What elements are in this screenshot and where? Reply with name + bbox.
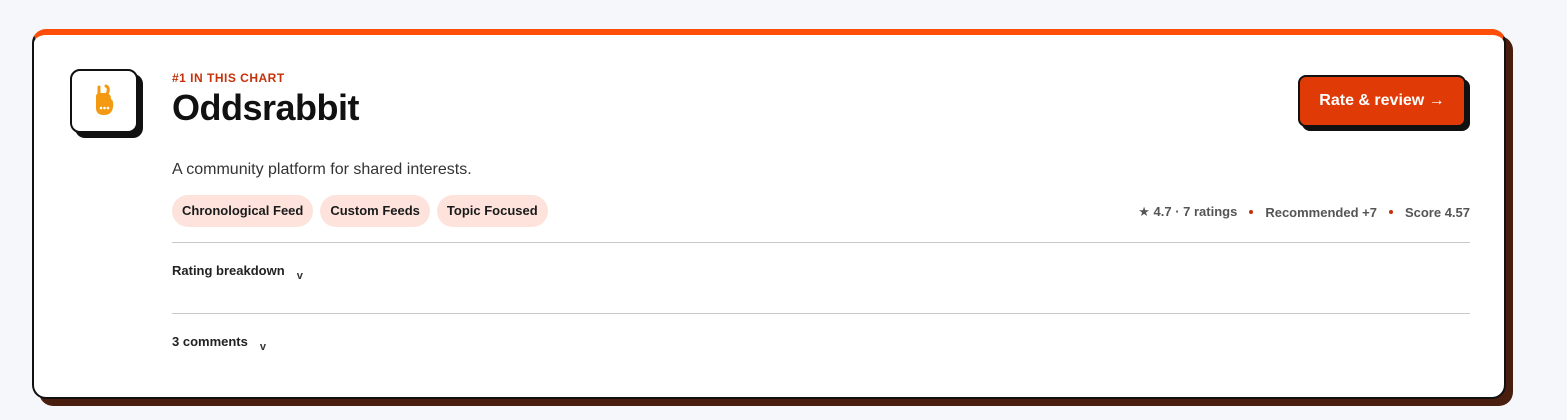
tag-custom-feeds: Custom Feeds: [320, 195, 430, 227]
comments-toggle[interactable]: 3 comments v: [172, 334, 266, 353]
divider: [172, 242, 1470, 243]
rating-stat: ★ 4.7 · 7 ratings: [1138, 204, 1238, 219]
separator-dot: [1388, 210, 1393, 214]
rate-review-wrapper: Rate & review →: [1298, 75, 1470, 131]
app-card: #1 IN THIS CHART Oddsrabbit A community …: [32, 29, 1506, 399]
rating-breakdown-label: Rating breakdown: [172, 263, 285, 278]
app-description: A community platform for shared interest…: [172, 161, 472, 178]
tag-topic-focused: Topic Focused: [436, 195, 548, 227]
comments-label: 3 comments: [172, 334, 248, 349]
tag-list: Chronological Feed Custom Feeds Topic Fo…: [172, 195, 548, 227]
rate-review-button[interactable]: Rate & review →: [1298, 75, 1466, 127]
app-title: Oddsrabbit: [172, 87, 360, 128]
tag-chronological-feed: Chronological Feed: [172, 195, 314, 227]
separator-dot: [1249, 210, 1254, 214]
rank-label: #1 IN THIS CHART: [172, 71, 285, 85]
divider: [172, 313, 1470, 314]
rating-breakdown-toggle[interactable]: Rating breakdown v: [172, 263, 303, 282]
chevron-down-icon: v: [259, 341, 266, 353]
logo-frame: [70, 69, 138, 133]
oddsrabbit-logo-icon: [96, 84, 114, 115]
recommended-stat: Recommended +7: [1265, 204, 1377, 220]
score-stat: Score 4.57: [1404, 204, 1470, 220]
chevron-down-icon: v: [296, 270, 303, 282]
stats-row: ★ 4.7 · 7 ratings Recommended +7 Score 4…: [1138, 204, 1470, 220]
